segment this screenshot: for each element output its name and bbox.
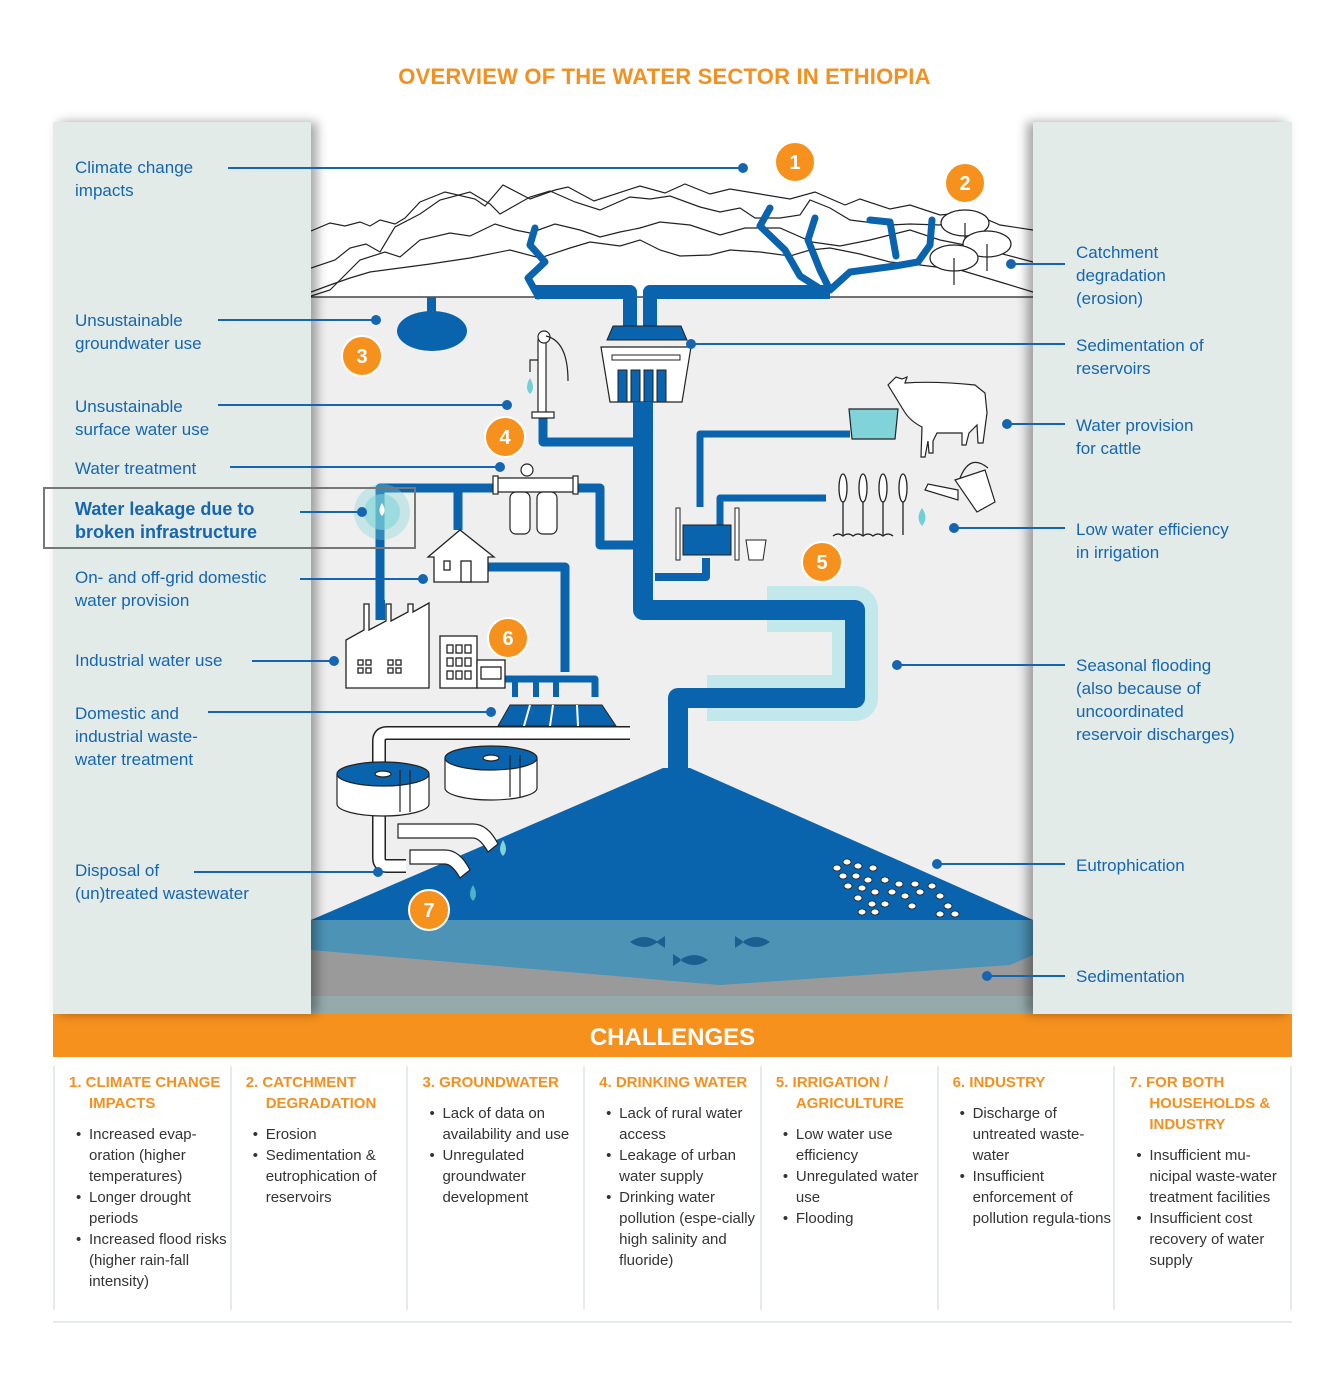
highlight-box-leakage [43,487,416,549]
challenge-item: Leakage of urban water supply [606,1145,760,1187]
treatment-tank-icon [336,761,430,817]
challenge-item: Erosion [253,1124,407,1145]
factory-intake [376,600,385,620]
factory-icon [345,601,430,689]
challenge-item: Sedimentation & eutrophication of reserv… [253,1145,407,1208]
cattle-pipe [696,430,850,507]
wastewater-inlet-icon [497,704,617,727]
aquifer-icon [397,311,467,351]
challenge-list: Lack of rural water accessLeakage of urb… [599,1103,760,1271]
challenge-item: Flooding [783,1208,937,1229]
right-label-panel [1033,122,1292,1014]
leak-drop-icon [379,503,385,516]
treatment-tank-icon [444,745,538,801]
label-sedimentation: Sedimentation [1076,967,1185,986]
water-drop-icon [918,508,926,526]
house-icon [426,529,496,583]
challenge-column: 1. CLIMATE CHANGE IMPACTS Increased evap-… [53,1066,230,1310]
bucket-icon [745,539,767,561]
label-eutrophication: Eutrophication [1076,856,1185,875]
challenge-item: Insufficient mu-nicipal waste-water trea… [1136,1145,1290,1208]
trees-icon [929,209,1012,285]
challenge-item: Discharge of untreated waste-water [960,1103,1114,1166]
challenges-columns: 1. CLIMATE CHANGE IMPACTS Increased evap-… [53,1066,1293,1310]
challenge-title: 6. INDUSTRY [952,1074,1046,1091]
challenge-item: Lack of rural water access [606,1103,760,1145]
left-label-panel [53,122,311,1014]
challenge-item: Drinking water pollution (espe-cially hi… [606,1187,760,1271]
outfall-pipes-icon [397,823,499,879]
challenge-title: 4. DRINKING WATER [599,1074,748,1091]
challenge-column: 4. DRINKING WATER Lack of rural water acc… [583,1066,760,1310]
challenge-item: Insufficient enforcement of pollution re… [960,1166,1114,1229]
pump-pipe [538,418,640,447]
wheat-crops-icon [832,473,908,537]
challenge-list: Insufficient mu-nicipal waste-water trea… [1129,1145,1290,1271]
challenge-title: 2. CATCHMENT DEGRADATION [245,1074,377,1112]
algae-icon [832,858,960,918]
challenge-column: 7. FOR BOTH HOUSEHOLDS & INDUSTRY Insuffi… [1113,1066,1293,1310]
challenge-item: Increased flood risks (higher rain-fall … [76,1229,230,1292]
challenge-list: Increased evap-oration (higher temperatu… [69,1124,230,1292]
bottom-divider [53,1321,1292,1323]
well-shaft [427,297,436,322]
challenge-title: 3. GROUNDWATER [422,1074,559,1091]
water-trough-icon [848,408,899,440]
hand-pump-icon [529,330,569,419]
challenge-column: 2. CATCHMENT DEGRADATION ErosionSedimenta… [229,1066,407,1310]
lake-icon [311,768,1033,920]
label-water-treatment: Water treatment [75,459,197,478]
river-main-channel [535,285,830,330]
challenge-item: Insufficient cost recovery of water supp… [1136,1208,1290,1271]
challenge-item: Unregulated groundwater development [429,1145,583,1208]
challenge-title: 7. FOR BOTH HOUSEHOLDS & INDUSTRY [1129,1074,1271,1133]
fish-icon [630,936,770,966]
challenge-column: 6. INDUSTRY Discharge of untreated waste-… [936,1066,1114,1310]
river-tributaries [524,204,936,300]
house-to-treatment-pipe [465,562,570,672]
challenge-column: 5. IRRIGATION / AGRICULTURE Low water use… [759,1066,937,1310]
challenge-title: 1. CLIMATE CHANGE IMPACTS [69,1074,221,1112]
water-drop-icon [527,378,533,394]
challenge-item: Increased evap-oration (higher temperatu… [76,1124,230,1187]
supply-pipe [375,483,640,620]
challenge-column: 3. GROUNDWATER Lack of data on availabili… [406,1066,583,1310]
challenges-banner: CHALLENGES [53,1014,1292,1057]
irrigation-reservoir-icon [675,507,767,561]
water-filter-icon [492,463,579,535]
challenge-list: Low water use efficiencyUnregulated wate… [776,1124,937,1229]
challenge-item: Lack of data on availability and use [429,1103,583,1145]
cow-icon [887,375,988,458]
watering-can-icon [924,461,996,513]
challenge-item: Unregulated water use [783,1166,937,1208]
label-industrial-water-use: Industrial water use [75,651,223,670]
challenge-list: Lack of data on availability and useUnre… [422,1103,583,1208]
mountains-icon [311,183,1033,297]
water-sector-illustration [311,122,1033,1014]
challenge-list: ErosionSedimentation & eutrophication of… [246,1124,407,1208]
irrigation-pipe [716,494,826,525]
challenge-item: Low water use efficiency [783,1124,937,1166]
challenge-item: Longer drought periods [76,1187,230,1229]
challenge-list: Discharge of untreated waste-waterInsuff… [953,1103,1114,1229]
page-title: OVERVIEW OF THE WATER SECTOR IN ETHIOPIA [398,64,931,89]
sky-area [311,122,1033,298]
label-disposal-wastewater: Disposal of(un)treated wastewater [75,861,249,903]
office-building-icon [439,635,506,689]
dam-icon [600,325,692,403]
challenge-title: 5. IRRIGATION / AGRICULTURE [775,1074,904,1112]
